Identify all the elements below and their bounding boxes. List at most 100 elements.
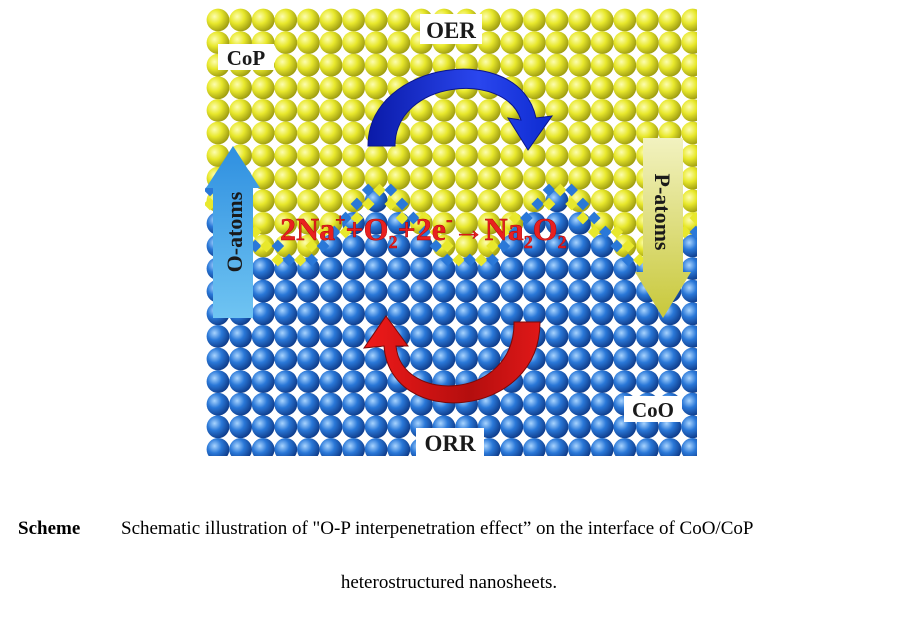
coo-atom: [319, 279, 343, 303]
cop-atom: [274, 53, 298, 77]
interface-atom: [294, 253, 307, 267]
coo-atom: [387, 415, 411, 439]
interface-atom: [440, 239, 454, 253]
cop-atom: [590, 166, 614, 190]
coo-atom: [681, 325, 697, 348]
cop-atom: [364, 8, 388, 32]
coo-atom: [342, 279, 365, 303]
cop-atom: [297, 144, 320, 168]
cop-atom: [613, 31, 637, 54]
cop-atom: [432, 144, 456, 168]
coo-atom: [432, 325, 456, 348]
o-atoms-arrow: O-atoms: [206, 146, 260, 318]
coo-label: CoO: [632, 398, 674, 422]
coo-atom: [229, 415, 253, 439]
cop-atom: [297, 76, 320, 100]
coo-atom: [500, 415, 524, 439]
coo-atom: [477, 347, 501, 371]
interface-atom: [418, 211, 432, 225]
coo-atom: [545, 234, 569, 258]
cop-atom: [364, 76, 388, 100]
coo-atom: [229, 325, 253, 348]
cop-atom: [342, 121, 365, 145]
interface-atom: [282, 253, 296, 267]
reaction-na: 2Na: [280, 211, 335, 247]
cop-atom: [455, 99, 478, 122]
coo-atom: [319, 234, 343, 258]
cop-atom: [568, 76, 591, 100]
coo-atom: [387, 438, 411, 456]
interface-atom: [486, 253, 499, 267]
cop-atom: [523, 53, 546, 77]
cop-atom: [251, 99, 275, 122]
cop-atom: [364, 53, 388, 77]
coo-atom: [432, 347, 456, 371]
coo-atom: [545, 279, 569, 303]
cop-atom: [251, 8, 275, 32]
coo-atom: [455, 279, 478, 303]
cop-atom: [342, 31, 365, 54]
coo-atom: [590, 302, 614, 326]
coo-atom: [500, 257, 524, 280]
coo-atom: [590, 370, 614, 393]
cop-atom: [681, 121, 697, 145]
coo-atom: [590, 279, 614, 303]
cop-atom: [364, 166, 388, 190]
cop-atom: [523, 31, 546, 54]
coo-atom: [319, 392, 343, 416]
cop-atom: [545, 53, 569, 77]
cop-atom: [342, 99, 365, 122]
cop-label: CoP: [227, 46, 266, 70]
cop-atom: [251, 189, 275, 213]
cop-atom: [229, 121, 253, 145]
coo-atom: [297, 370, 320, 393]
cop-atom: [342, 76, 365, 100]
cop-atom: [613, 53, 637, 77]
coo-atom: [455, 302, 478, 326]
cop-atom: [681, 99, 697, 122]
coo-atom: [500, 302, 524, 326]
coo-atom: [477, 279, 501, 303]
cop-atom: [297, 166, 320, 190]
coo-atom: [206, 438, 230, 456]
coo-atom: [590, 415, 614, 439]
coo-atom: [590, 347, 614, 371]
coo-atom: [364, 347, 388, 371]
cop-atom: [274, 189, 298, 213]
coo-atom: [274, 392, 298, 416]
coo-atom: [477, 325, 501, 348]
cop-atom: [297, 31, 320, 54]
coo-atom: [500, 279, 524, 303]
cop-atom: [636, 53, 659, 77]
coo-atom: [364, 302, 388, 326]
p-atoms-arrow: P-atoms: [635, 138, 691, 318]
coo-atom: [500, 392, 524, 416]
coo-atom: [342, 347, 365, 371]
coo-atom: [523, 302, 546, 326]
coo-atom: [297, 438, 320, 456]
cop-atom: [387, 53, 411, 77]
coo-atom: [251, 438, 275, 456]
coo-atom: [523, 415, 546, 439]
interface-atom: [474, 253, 488, 267]
coo-atom: [681, 302, 697, 326]
coo-atom: [568, 234, 591, 258]
cop-atom: [206, 8, 230, 32]
cop-atom: [251, 166, 275, 190]
coo-atom: [410, 325, 433, 348]
coo-atom: [636, 302, 659, 326]
coo-atom: [545, 370, 569, 393]
coo-atom: [364, 279, 388, 303]
interface-atom: [384, 183, 398, 197]
cop-atom: [590, 53, 614, 77]
interface-atom: [429, 225, 443, 239]
cop-atom: [568, 144, 591, 168]
reaction-plus-o: +O: [345, 211, 388, 247]
cop-atom: [500, 31, 524, 54]
cop-atom: [455, 212, 478, 235]
coo-atom: [274, 415, 298, 439]
cop-atom: [500, 8, 524, 32]
coo-atom: [681, 392, 697, 416]
coo-atom: [523, 279, 546, 303]
